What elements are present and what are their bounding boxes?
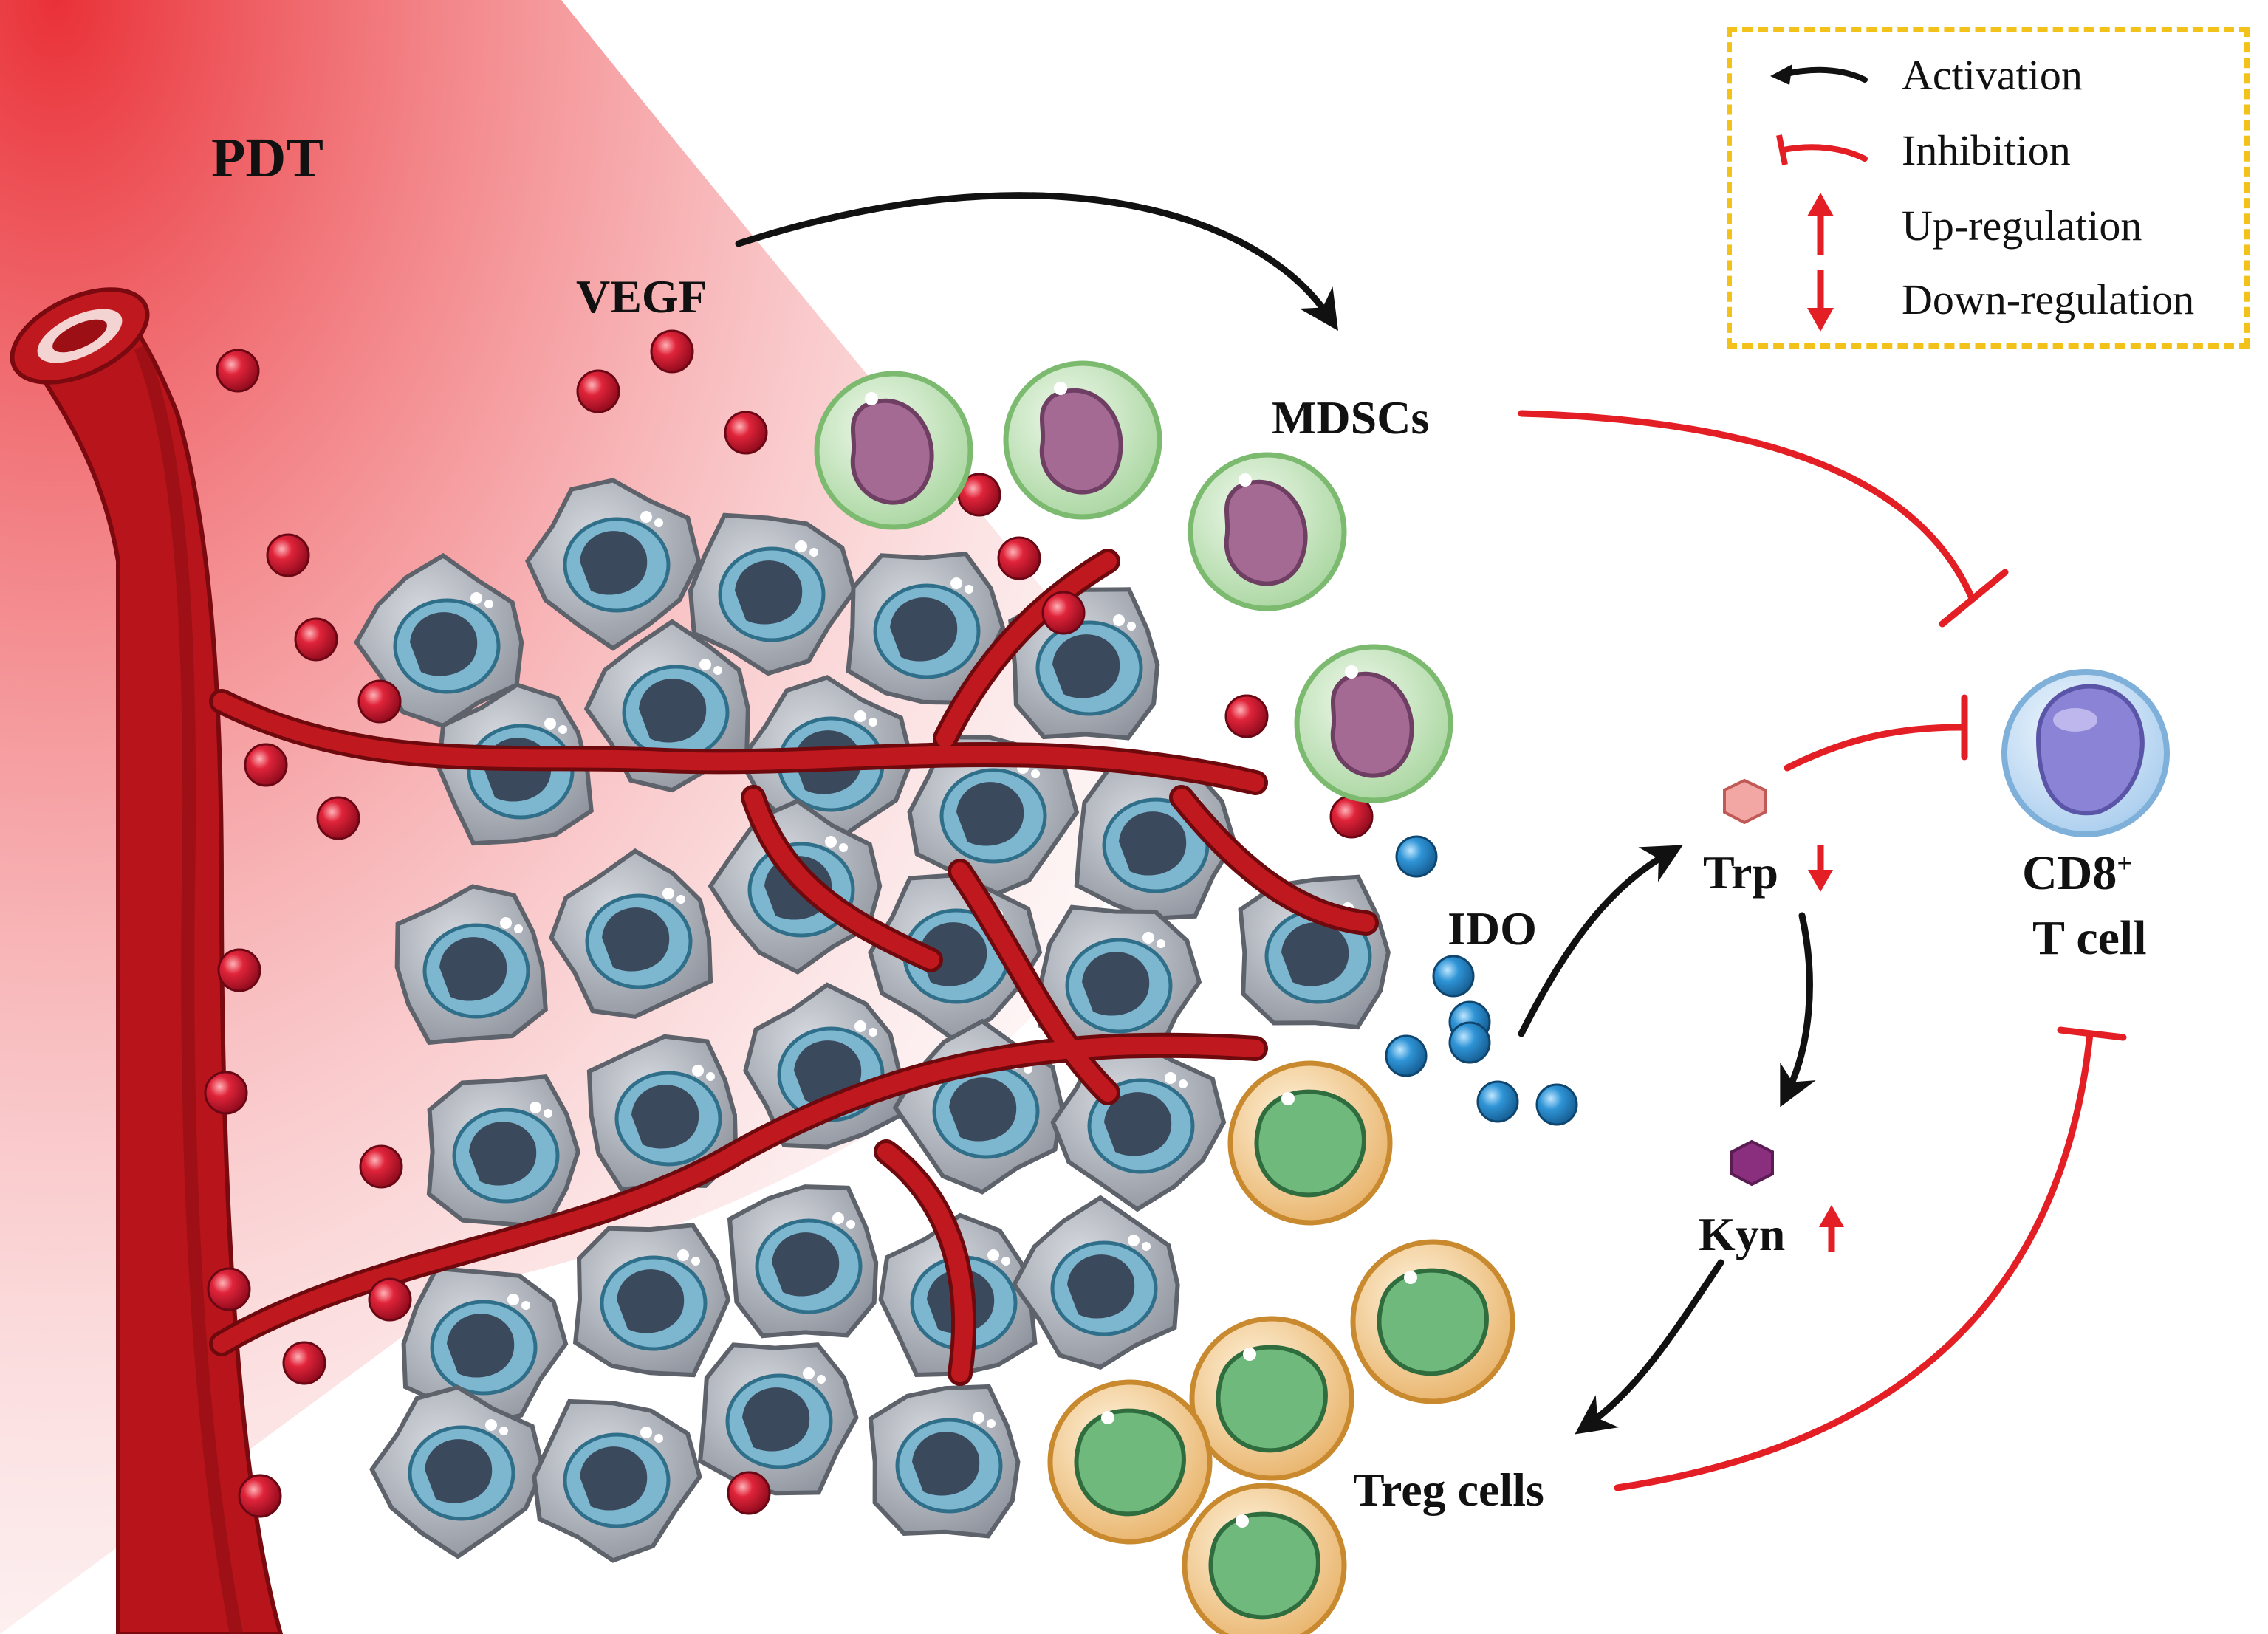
mdsc-cells xyxy=(814,360,1453,803)
tumor-cell xyxy=(401,1266,569,1428)
treg-cell xyxy=(1227,1060,1393,1226)
black-arrow-icon xyxy=(1770,64,1868,85)
vegf-dot xyxy=(244,743,288,787)
vegf-dot xyxy=(997,536,1041,580)
trp-down-regulation-icon xyxy=(1808,845,1833,892)
kyn-up-regulation-icon xyxy=(1819,1205,1844,1252)
vegf-to-mdsc-arrow xyxy=(735,192,1339,331)
vegf-dot xyxy=(1224,694,1269,738)
tumor-cell xyxy=(868,1384,1021,1539)
vegf-dot xyxy=(216,349,260,393)
label-kyn: Kyn xyxy=(1699,1208,1786,1260)
trp-molecule-icon xyxy=(1723,778,1767,825)
vegf-dot xyxy=(359,1144,403,1189)
treg-cell xyxy=(1350,1239,1515,1404)
tumor-cell xyxy=(586,1034,739,1192)
tumor-cell xyxy=(532,1398,702,1563)
tumor-cell xyxy=(426,1074,580,1230)
vegf-dot xyxy=(576,369,620,413)
trp-to-kyn-arrow xyxy=(1780,912,1816,1108)
tumor-cell xyxy=(572,1223,731,1378)
legend-label-down-regulation: Down-regulation xyxy=(1902,275,2195,323)
vegf-dot xyxy=(238,1474,282,1518)
tumor-cell xyxy=(525,478,702,651)
legend-item-activation: Activation xyxy=(1732,39,2244,113)
label-ido: IDO xyxy=(1448,902,1537,955)
vegf-dot xyxy=(1041,591,1086,635)
treg-inhibits-tcell-line xyxy=(1614,1030,2094,1491)
treg-cell xyxy=(1182,1483,1347,1634)
tumor-cell xyxy=(354,552,524,729)
treg-cell xyxy=(1047,1379,1213,1545)
vegf-dot xyxy=(368,1277,412,1322)
tumor-cell xyxy=(697,1342,859,1496)
tumor-cell xyxy=(394,884,548,1046)
ido-dot xyxy=(1385,1034,1428,1077)
vegf-dot xyxy=(266,533,310,577)
inhibition-lines xyxy=(1518,410,2127,1491)
tumor-cell xyxy=(727,1184,879,1339)
ido-dot xyxy=(1448,1021,1491,1064)
tumor-cell xyxy=(688,512,857,676)
legend-label-activation: Activation xyxy=(1902,51,2083,99)
ido-to-trp-arrow xyxy=(1518,845,1683,1037)
treg-cell xyxy=(1189,1316,1354,1481)
kyn-to-treg-arrow xyxy=(1575,1259,1724,1435)
mdsc-inhibits-tcell-line xyxy=(1518,410,1976,602)
vegf-dot xyxy=(727,1471,771,1515)
legend-label-up-regulation: Up-regulation xyxy=(1902,202,2142,250)
label-cd8-sup: + xyxy=(2117,848,2133,878)
treg-cell-group xyxy=(1047,1060,1515,1634)
activation-arrows xyxy=(735,192,1816,1435)
label-trp: Trp xyxy=(1703,846,1778,899)
ido-dot xyxy=(1395,835,1438,878)
mdsc-cell xyxy=(1003,360,1162,520)
vegf-dot xyxy=(204,1071,248,1115)
mdsc-cell xyxy=(1294,644,1453,803)
ido-dot xyxy=(1476,1080,1519,1123)
tumor-cell xyxy=(549,848,713,1019)
legend: Activation Inhibition Up-regulation Down… xyxy=(1727,27,2250,349)
mdsc-cell xyxy=(814,371,973,530)
red-up-arrow-icon xyxy=(1807,193,1834,255)
ido-molecules xyxy=(1385,835,1578,1126)
tumor-capillaries xyxy=(209,549,1379,1386)
red-inhibition-icon xyxy=(1776,134,1868,165)
cd8-t-cell xyxy=(2001,669,2170,837)
tumor-cell-cluster xyxy=(354,478,1391,1563)
label-cd8: CD8+ xyxy=(2022,849,2132,898)
tumor-cell xyxy=(846,552,1006,705)
vegf-dot xyxy=(282,1341,326,1385)
vegf-dot xyxy=(357,679,402,724)
label-treg-cells: Treg cells xyxy=(1353,1463,1544,1516)
blood-vessel xyxy=(10,287,284,1634)
kyn-molecule-icon xyxy=(1730,1139,1774,1187)
vegf-dot xyxy=(316,796,360,840)
vegf-molecules xyxy=(204,329,1374,1518)
label-pdt: PDT xyxy=(211,127,323,189)
legend-item-inhibition: Inhibition xyxy=(1732,114,2244,188)
vegf-dot xyxy=(724,411,768,455)
label-mdscs: MDSCs xyxy=(1272,391,1430,444)
label-t-cell: T cell xyxy=(2032,911,2147,965)
vegf-dot xyxy=(217,948,261,992)
label-cd8-main: CD8 xyxy=(2022,846,2117,900)
trp-inhibits-tcell-line xyxy=(1784,724,1964,772)
vegf-dot xyxy=(207,1267,251,1311)
vegf-dot xyxy=(650,329,694,374)
tumor-cell xyxy=(1011,1195,1180,1370)
tumor-cell xyxy=(369,1384,546,1559)
legend-item-down-regulation: Down-regulation xyxy=(1732,262,2244,336)
ido-dot xyxy=(1535,1083,1578,1126)
label-vegf: VEGF xyxy=(576,270,708,323)
legend-label-inhibition: Inhibition xyxy=(1902,126,2071,174)
vegf-dot xyxy=(294,617,338,662)
legend-item-up-regulation: Up-regulation xyxy=(1732,188,2244,262)
mdsc-cell xyxy=(1188,452,1347,611)
ido-dot xyxy=(1432,955,1475,998)
red-down-arrow-icon xyxy=(1807,270,1834,332)
tumor-cell xyxy=(907,735,1080,900)
